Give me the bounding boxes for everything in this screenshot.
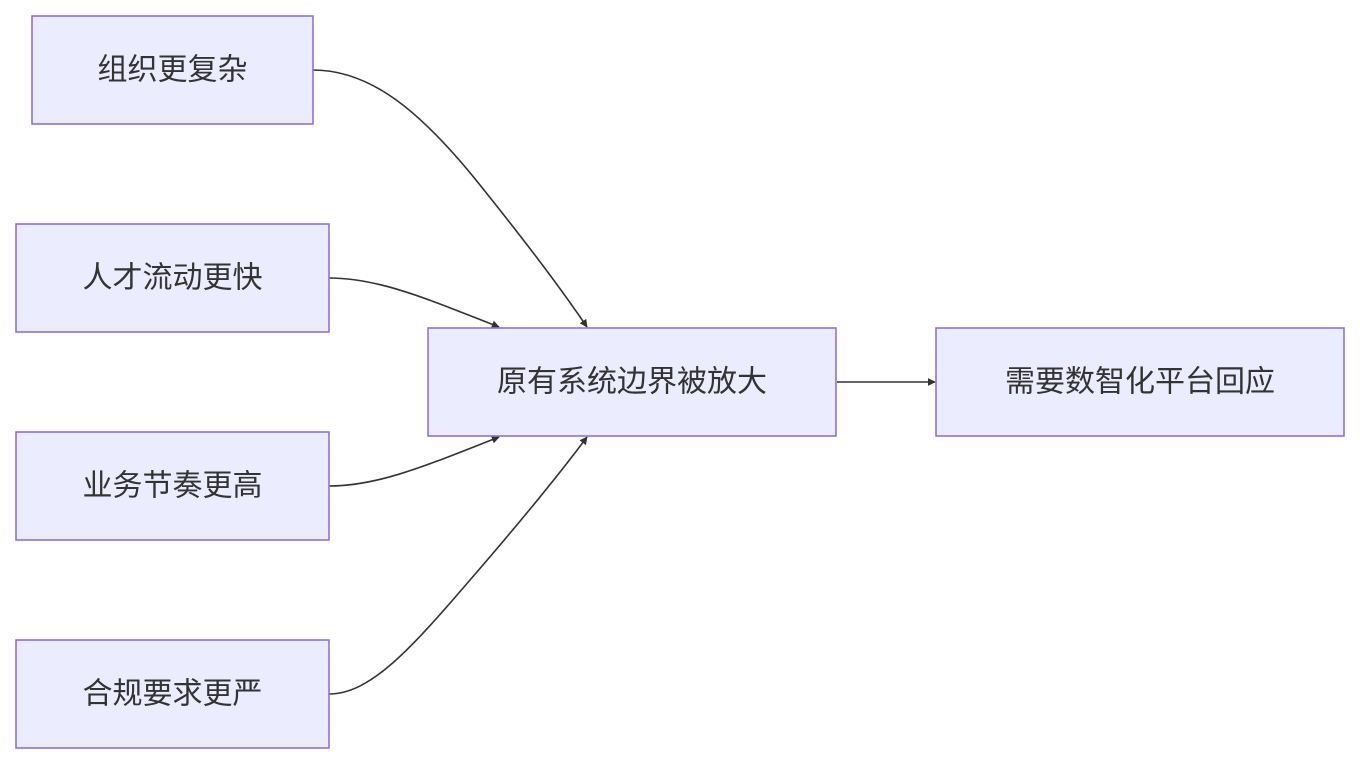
edge-business-pace-to-system-boundary (328, 435, 500, 487)
node-compliance[interactable]: 合规要求更严 (15, 639, 330, 749)
node-label: 业务节奏更高 (83, 469, 263, 504)
node-digital-platform[interactable]: 需要数智化平台回应 (935, 327, 1345, 437)
node-label: 需要数智化平台回应 (1005, 365, 1275, 400)
node-label: 合规要求更严 (83, 677, 263, 712)
node-talent-flow[interactable]: 人才流动更快 (15, 223, 330, 333)
node-label: 人才流动更快 (83, 261, 263, 296)
edge-talent-flow-to-system-boundary (328, 277, 500, 329)
node-system-boundary[interactable]: 原有系统边界被放大 (427, 327, 837, 437)
node-business-pace[interactable]: 业务节奏更高 (15, 431, 330, 541)
node-label: 组织更复杂 (98, 53, 248, 88)
edges (312, 69, 936, 695)
node-complex-org[interactable]: 组织更复杂 (31, 15, 314, 125)
edge-complex-org-to-system-boundary (312, 69, 588, 328)
edge-compliance-to-system-boundary (328, 436, 588, 695)
node-label: 原有系统边界被放大 (497, 365, 767, 400)
